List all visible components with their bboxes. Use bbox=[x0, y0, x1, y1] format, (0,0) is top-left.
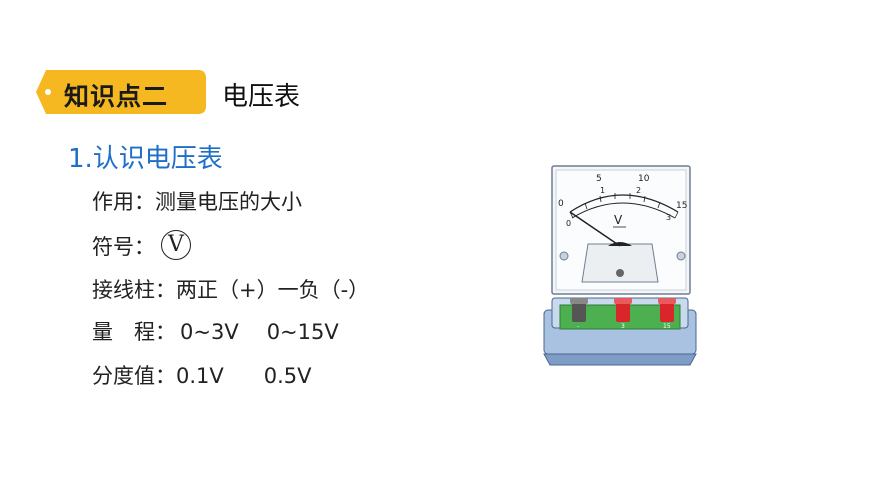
row-symbol-label: 符号： bbox=[92, 235, 155, 259]
row-range-value-2: 0~15V bbox=[266, 320, 339, 344]
row-function: 作用：测量电压的大小 bbox=[92, 186, 302, 216]
row-range-value-1: 0~3V bbox=[180, 320, 239, 344]
section-tag: 知识点二 bbox=[36, 70, 206, 114]
row-division-label: 分度值： bbox=[92, 364, 176, 388]
row-range-label: 量 程： bbox=[92, 320, 176, 344]
row-terminals-label: 接线柱： bbox=[92, 278, 176, 302]
scale-zero-top: 0 bbox=[558, 199, 564, 209]
terminal-label-3: 3 bbox=[621, 323, 625, 330]
scale-top-15: 15 bbox=[676, 201, 687, 211]
scale-top-5: 5 bbox=[596, 174, 602, 184]
row-terminals-value: 两正（+）一负（-） bbox=[176, 278, 370, 302]
row-function-value: 测量电压的大小 bbox=[155, 190, 302, 214]
scale-bottom-2: 2 bbox=[636, 186, 641, 195]
row-terminals: 接线柱：两正（+）一负（-） bbox=[92, 274, 369, 304]
voltmeter-symbol-icon: V bbox=[161, 230, 191, 260]
voltmeter-illustration: 0 5 10 15 0 1 2 3 V - 3 15 bbox=[540, 160, 700, 370]
row-division: 分度值：0.1V 0.5V bbox=[92, 360, 312, 390]
meter-unit-label: V bbox=[614, 213, 623, 227]
subtitle: 1.认识电压表 bbox=[68, 144, 223, 174]
scale-bottom-1: 1 bbox=[600, 186, 605, 195]
row-division-value-2: 0.5V bbox=[263, 364, 312, 388]
terminal-label-15: 15 bbox=[663, 323, 671, 330]
scale-zero-bottom: 0 bbox=[566, 219, 571, 228]
row-range: 量 程：0~3V 0~15V bbox=[92, 316, 339, 346]
scale-top-10: 10 bbox=[638, 174, 650, 184]
section-title: 电压表 bbox=[222, 82, 301, 112]
voltmeter-drawing: 0 5 10 15 0 1 2 3 V - 3 15 bbox=[543, 165, 697, 366]
terminal-label-negative: - bbox=[577, 323, 579, 330]
tag-background-shape bbox=[36, 70, 206, 114]
section-tag-label: 知识点二 bbox=[64, 82, 169, 111]
row-division-value-1: 0.1V bbox=[176, 364, 224, 388]
terminal-3v bbox=[614, 298, 632, 322]
terminal-15v bbox=[658, 298, 676, 322]
scale-bottom-3: 3 bbox=[666, 213, 671, 222]
terminal-negative bbox=[570, 298, 588, 322]
row-symbol: 符号：V bbox=[92, 230, 191, 263]
row-function-label: 作用： bbox=[92, 190, 155, 214]
